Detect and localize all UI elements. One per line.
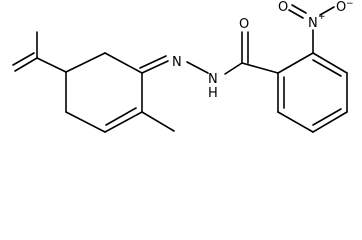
bond-nitro-o-single: [319, 6, 335, 16]
atom-n-nitro: N: [308, 16, 318, 31]
bond-isopropenyl-double-a: [14, 57, 38, 72]
bond-ring-c6-c1: [104, 52, 143, 74]
bond-benzene-4-5: [312, 111, 348, 133]
bond-carbonyl-ring: [241, 62, 279, 74]
bond-c-n-double-a: [141, 60, 169, 74]
bond-ring-methyl: [141, 111, 175, 132]
bond-benzene-1-2: [277, 52, 314, 74]
atom-o-carbonyl: O: [239, 17, 249, 32]
bond-nitro-o-double-a: [291, 4, 307, 14]
bond-benzene-4-5-inner: [312, 108, 342, 126]
bond-n-n: [186, 61, 209, 74]
atom-o-nitro-double: O: [278, 0, 288, 15]
bond-benzene-2-3: [312, 52, 348, 74]
atom-n-imine: N: [172, 55, 182, 70]
bond-nh-carbonyl: [224, 62, 243, 75]
bond-isopropenyl-ring: [36, 57, 67, 73]
bond-ring-c2-c3: [104, 111, 143, 133]
bond-c-n-double-b: [139, 55, 167, 69]
atom-h-amide: H: [208, 86, 218, 101]
bond-ring-c2-c3-inner: [105, 107, 137, 126]
bond-benzene-2-3-inner: [312, 59, 342, 77]
chemical-structure: N N H O N + O O −: [12, 0, 354, 133]
bond-ring-c5-c6: [65, 52, 106, 73]
atom-o-nitro-charge: −: [346, 0, 354, 9]
bond-nitro-o-double-b: [288, 9, 304, 19]
atom-n-nitro-charge: +: [318, 12, 326, 22]
bond-benzene-5-6: [277, 111, 314, 133]
bond-isopropenyl-double-b: [12, 52, 35, 66]
atom-n-amide: N: [208, 72, 218, 87]
bond-ring-c3-c4: [65, 111, 106, 133]
atom-o-nitro-single: O: [336, 0, 346, 15]
